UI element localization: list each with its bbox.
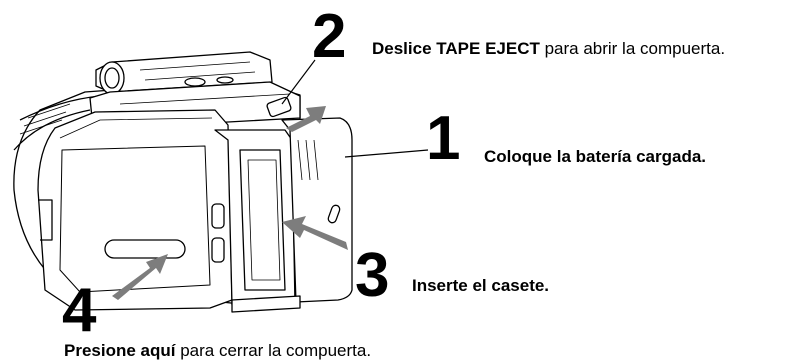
step-4-text: para cerrar la compuerta.: [175, 341, 372, 360]
step-2-instruction: Deslice TAPE EJECT para abrir la compuer…: [372, 38, 732, 59]
step-1-number: 1: [426, 104, 461, 173]
step-1-instruction: Coloque la batería cargada.: [484, 146, 706, 167]
step-2-leader-line: [281, 59, 316, 105]
step-3-bold-text: Inserte el casete.: [412, 276, 550, 295]
step-2-bold-text: Deslice TAPE EJECT: [372, 39, 540, 58]
step-1-leader-line: [344, 149, 429, 158]
step-3-instruction: Inserte el casete.: [412, 275, 549, 296]
step-1-bold-text: Coloque la batería cargada.: [484, 147, 707, 166]
step-4-instruction: Presione aquí para cerrar la compuerta.: [64, 340, 371, 361]
step-2-number: 2: [312, 2, 347, 71]
step-3-number: 3: [355, 241, 390, 310]
step-2-text: para abrir la compuerta.: [539, 39, 726, 58]
step-2-arrow: [286, 106, 326, 132]
step-4-bold-text: Presione aquí: [64, 341, 176, 360]
step-4-number: 4: [62, 276, 97, 345]
battery: [281, 117, 353, 303]
step-3-arrow: [282, 216, 348, 250]
step-4-arrow: [112, 254, 168, 300]
